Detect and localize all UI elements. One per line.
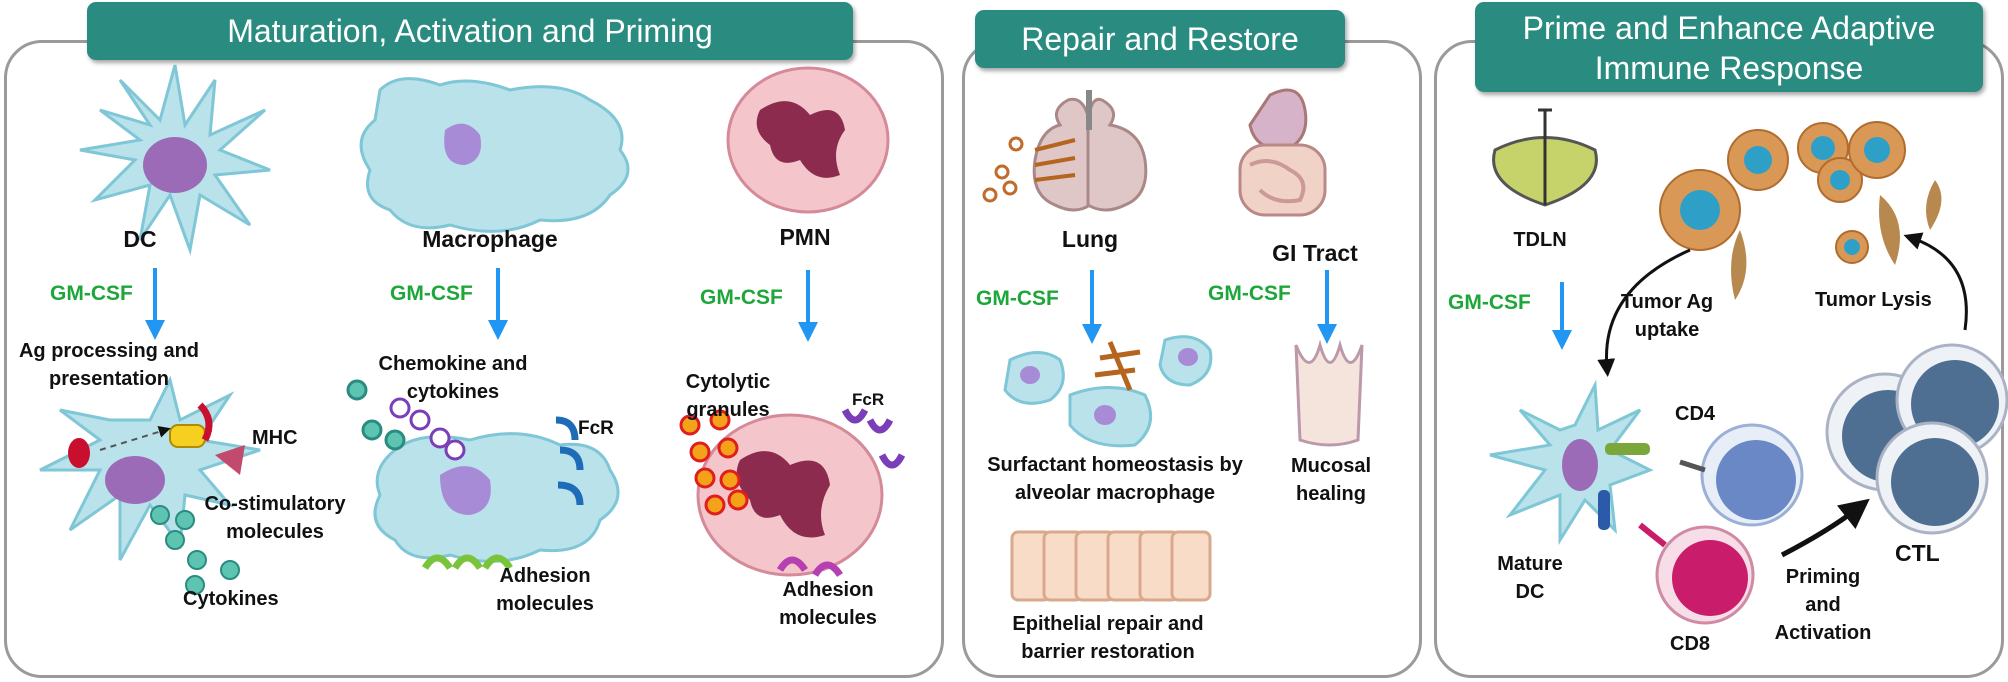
mucosa-icon (1294, 339, 1364, 447)
gm-csf-lung: GM-CSF (976, 287, 1059, 310)
cd4-cell-icon (1679, 423, 1804, 527)
fcr-pmn-icon (841, 408, 906, 469)
label-pmn: PMN (779, 224, 831, 250)
cytokine-dots-dc (150, 505, 240, 595)
epithelial-cells-icon (1010, 530, 1212, 602)
dc-cell-icon (79, 64, 271, 256)
label-priming: Priming and Activation (1774, 566, 1872, 644)
gi-tract-icon (1238, 88, 1327, 217)
banner-repair: Repair and Restore (975, 10, 1345, 68)
label-fcr-macrophage: FcR (578, 418, 614, 439)
label-tumor-lysis: Tumor Lysis (1815, 289, 1932, 311)
surfactant-dots (982, 136, 1024, 203)
label-ag-processing: Ag processing and presentation (18, 340, 200, 390)
label-epithelial: Epithelial repair and barrier restoratio… (1012, 613, 1204, 663)
label-cytolytic: Cytolytic granules (685, 371, 771, 421)
label-chemokine: Chemokine and cytokines (378, 353, 528, 403)
label-ctl: CTL (1895, 540, 1940, 566)
label-tdln: TDLN (1513, 229, 1567, 251)
banner-maturation-title: Maturation, Activation and Priming (227, 13, 713, 49)
label-adhesion-pmn: Adhesion molecules (779, 579, 877, 629)
pmn-cell-icon (726, 66, 890, 214)
gm-csf-tdln: GM-CSF (1448, 291, 1531, 314)
fcr-macrophage-icon (555, 416, 584, 506)
banner-adaptive-title: Prime and Enhance Adaptive Immune Respon… (1522, 10, 1936, 86)
banner-repair-title: Repair and Restore (1021, 21, 1299, 57)
label-mucosal: Mucosal healing (1290, 455, 1372, 505)
adhesion-pmn-icon (776, 556, 843, 578)
macrophage-cell-icon (359, 77, 630, 233)
label-macrophage: Macrophage (422, 226, 558, 252)
activated-macrophage-icon (373, 432, 620, 563)
adhesion-macrophage-icon (421, 554, 513, 571)
gm-csf-pmn: GM-CSF (700, 286, 783, 309)
label-lung: Lung (1061, 226, 1119, 252)
label-fcr-pmn: FcR (852, 390, 885, 409)
gm-csf-gi: GM-CSF (1208, 282, 1291, 305)
banner-maturation: Maturation, Activation and Priming (87, 2, 853, 60)
label-cytokines: Cytokines (183, 588, 279, 610)
label-adhesion-macrophage: Adhesion molecules (496, 565, 594, 615)
chemokine-dots (346, 379, 466, 461)
label-gi-tract: GI Tract (1272, 240, 1358, 266)
cytolytic-granules (679, 409, 749, 516)
label-dc: DC (123, 226, 157, 252)
arrow-priming (1780, 498, 1870, 558)
label-mhc: MHC (252, 427, 298, 449)
cd8-cell-icon (1638, 522, 1755, 625)
arrow-tumor-ag-uptake (1597, 248, 1691, 377)
ctl-cells-icon (1825, 343, 2008, 535)
gm-csf-dc: GM-CSF (50, 282, 133, 305)
label-cd8: CD8 (1670, 633, 1711, 655)
lung-icon (1032, 90, 1148, 212)
alveolar-macrophage-icon (1003, 335, 1213, 448)
activated-pmn-icon (696, 413, 884, 577)
label-cd4: CD4 (1675, 403, 1716, 425)
label-mature-dc: Mature DC (1497, 553, 1563, 603)
label-surfactant: Surfactant homeostasis by alveolar macro… (987, 454, 1243, 504)
label-costim: Co-stimulatory molecules (204, 493, 346, 543)
tdln-icon (1492, 108, 1598, 207)
label-tumor-ag: Tumor Ag uptake (1620, 291, 1714, 341)
tumor-cells-icon (1659, 121, 1942, 300)
banner-adaptive: Prime and Enhance Adaptive Immune Respon… (1475, 2, 1983, 92)
activated-dc-icon (39, 375, 261, 561)
arrow-tumor-lysis (1903, 232, 1968, 331)
gm-csf-macrophage: GM-CSF (390, 282, 473, 305)
mature-dc-icon (1489, 379, 1654, 546)
